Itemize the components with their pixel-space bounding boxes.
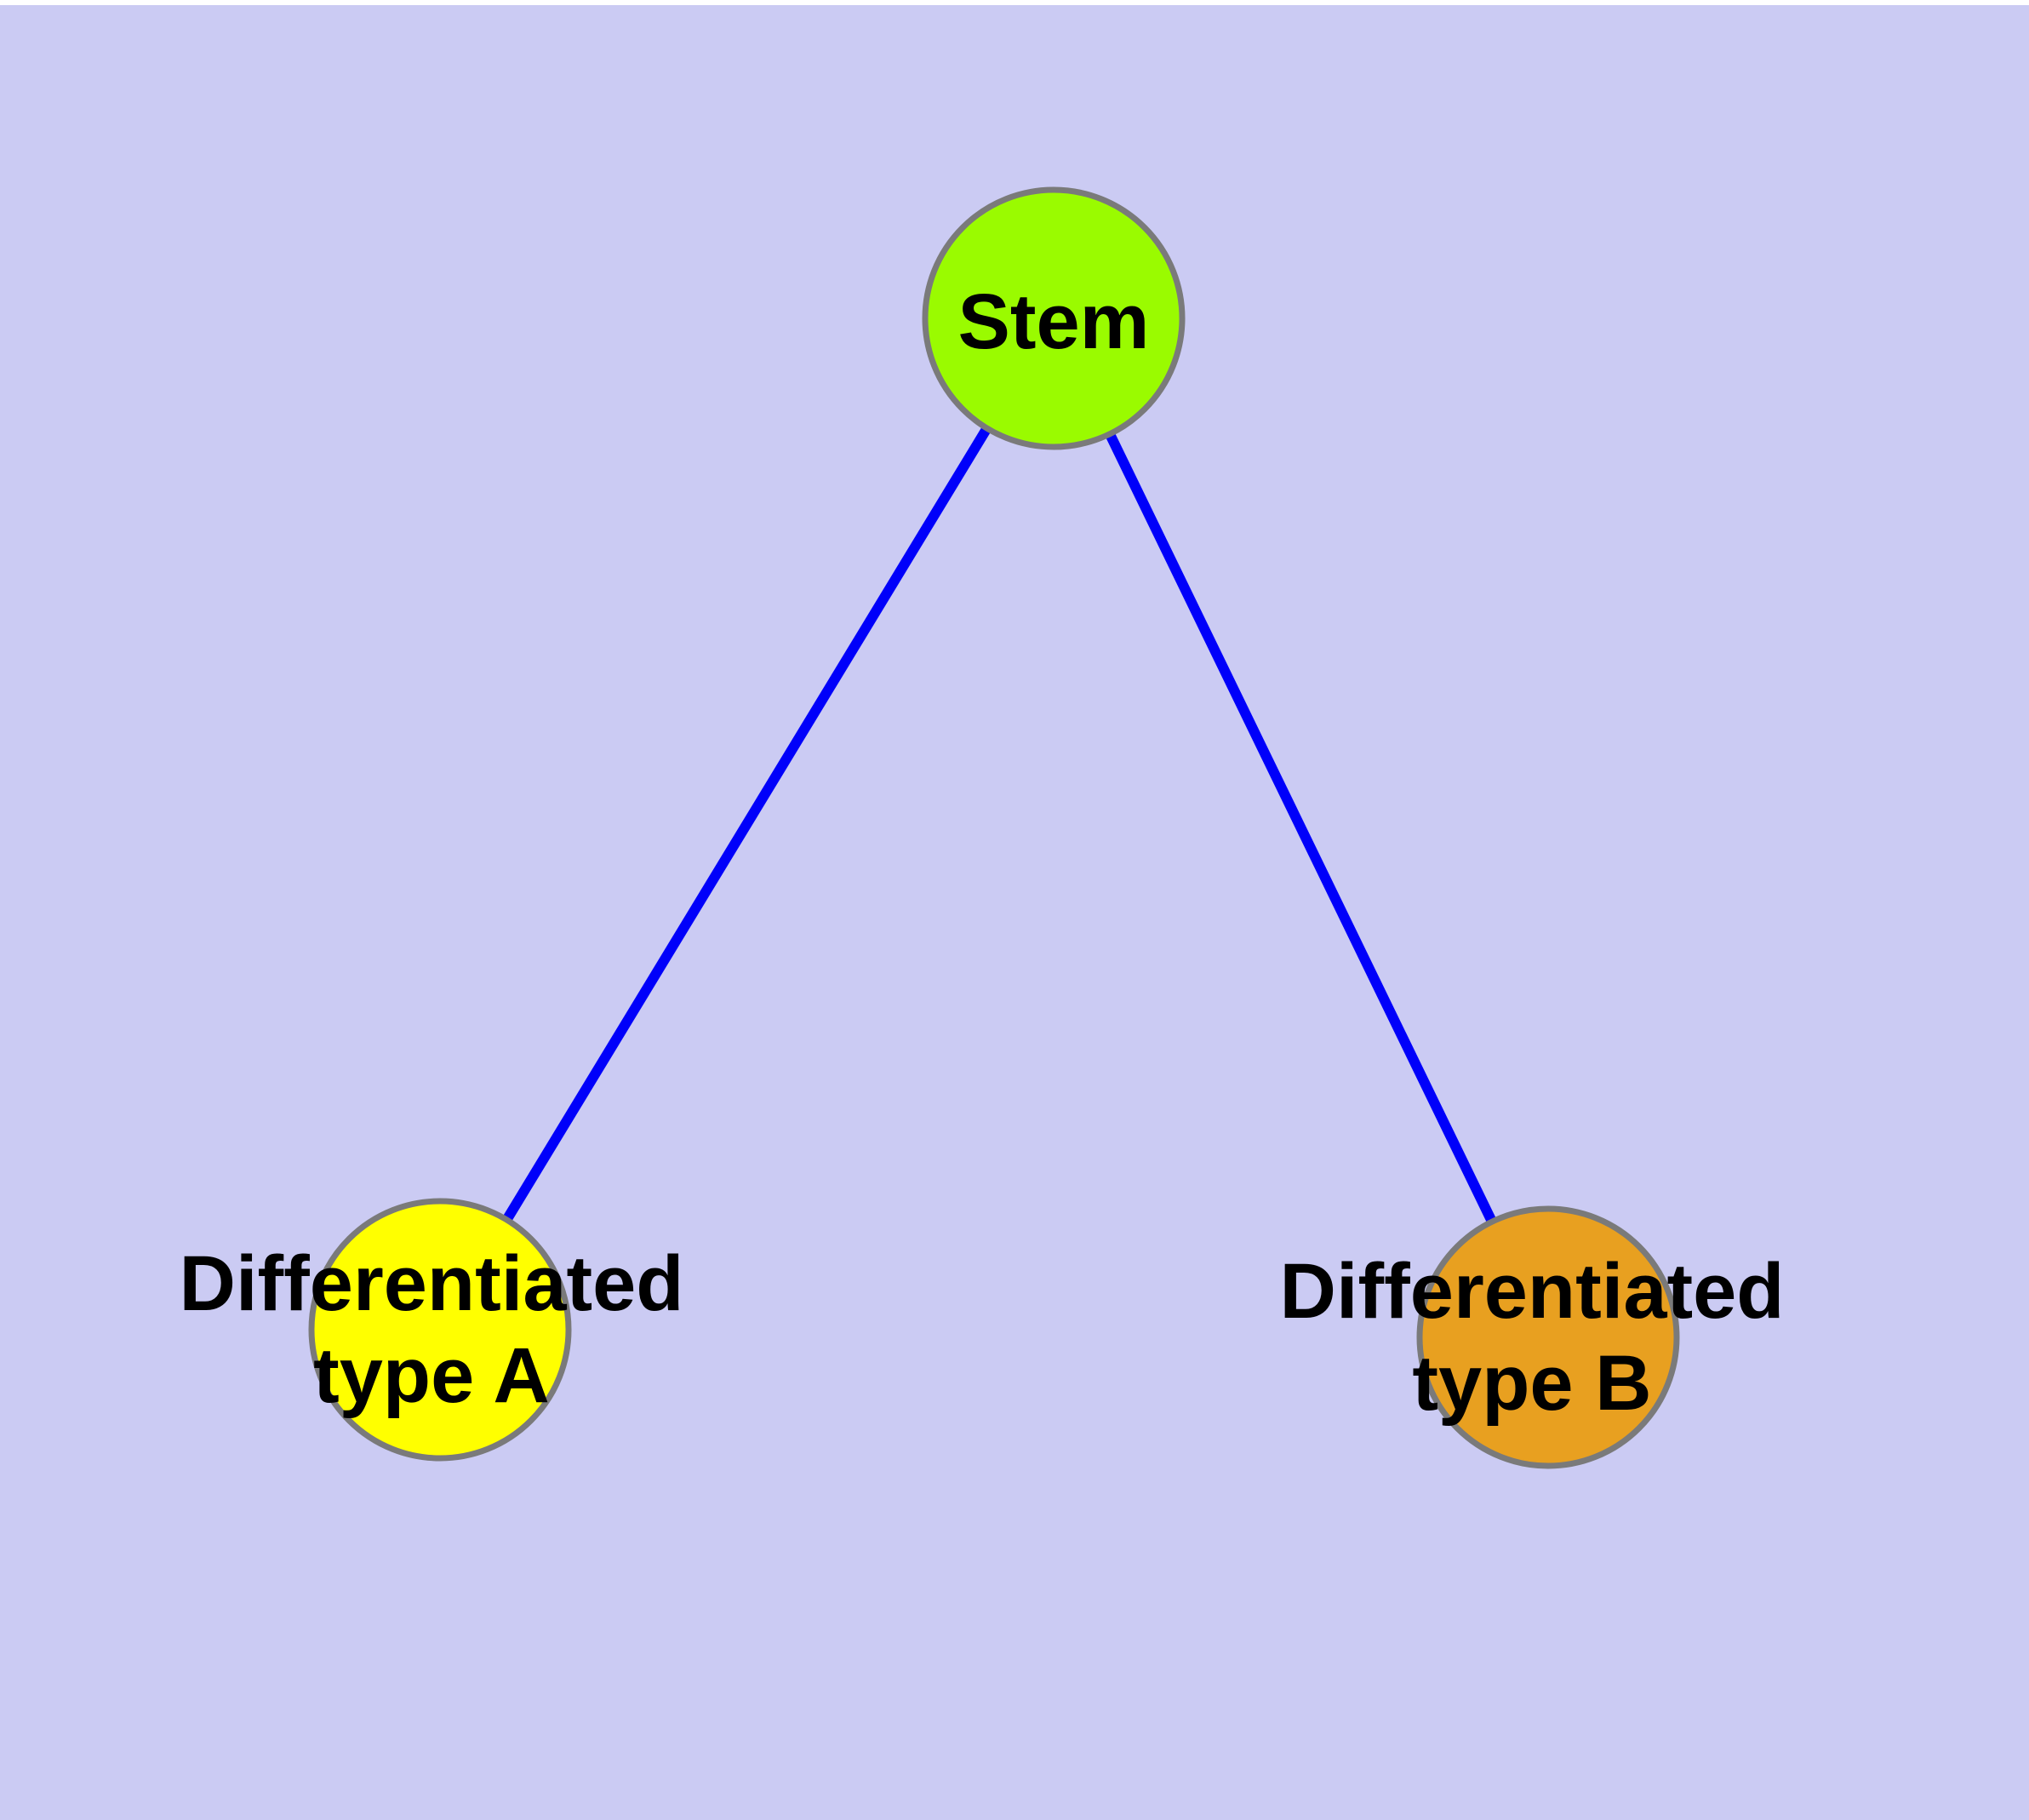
label-line: type B	[1412, 1340, 1652, 1427]
node-differentiated-type-b-label: Differentiated type B	[1280, 1245, 1785, 1429]
node-differentiated-type-b-circle	[1416, 1205, 1680, 1469]
label-line: Differentiated	[1279, 1248, 1785, 1335]
node-differentiated-type-a-label: Differentiated type A	[180, 1238, 684, 1422]
edge-stem-to-type-a	[435, 315, 1059, 1333]
label-line: Stem	[957, 278, 1150, 365]
label-line: Differentiated	[179, 1240, 684, 1327]
node-stem-circle	[922, 186, 1186, 450]
label-line: type A	[313, 1332, 550, 1419]
edge-stem-to-type-b	[1049, 316, 1553, 1340]
node-stem-label: Stem	[958, 276, 1150, 368]
node-differentiated-type-a-circle	[308, 1198, 572, 1462]
